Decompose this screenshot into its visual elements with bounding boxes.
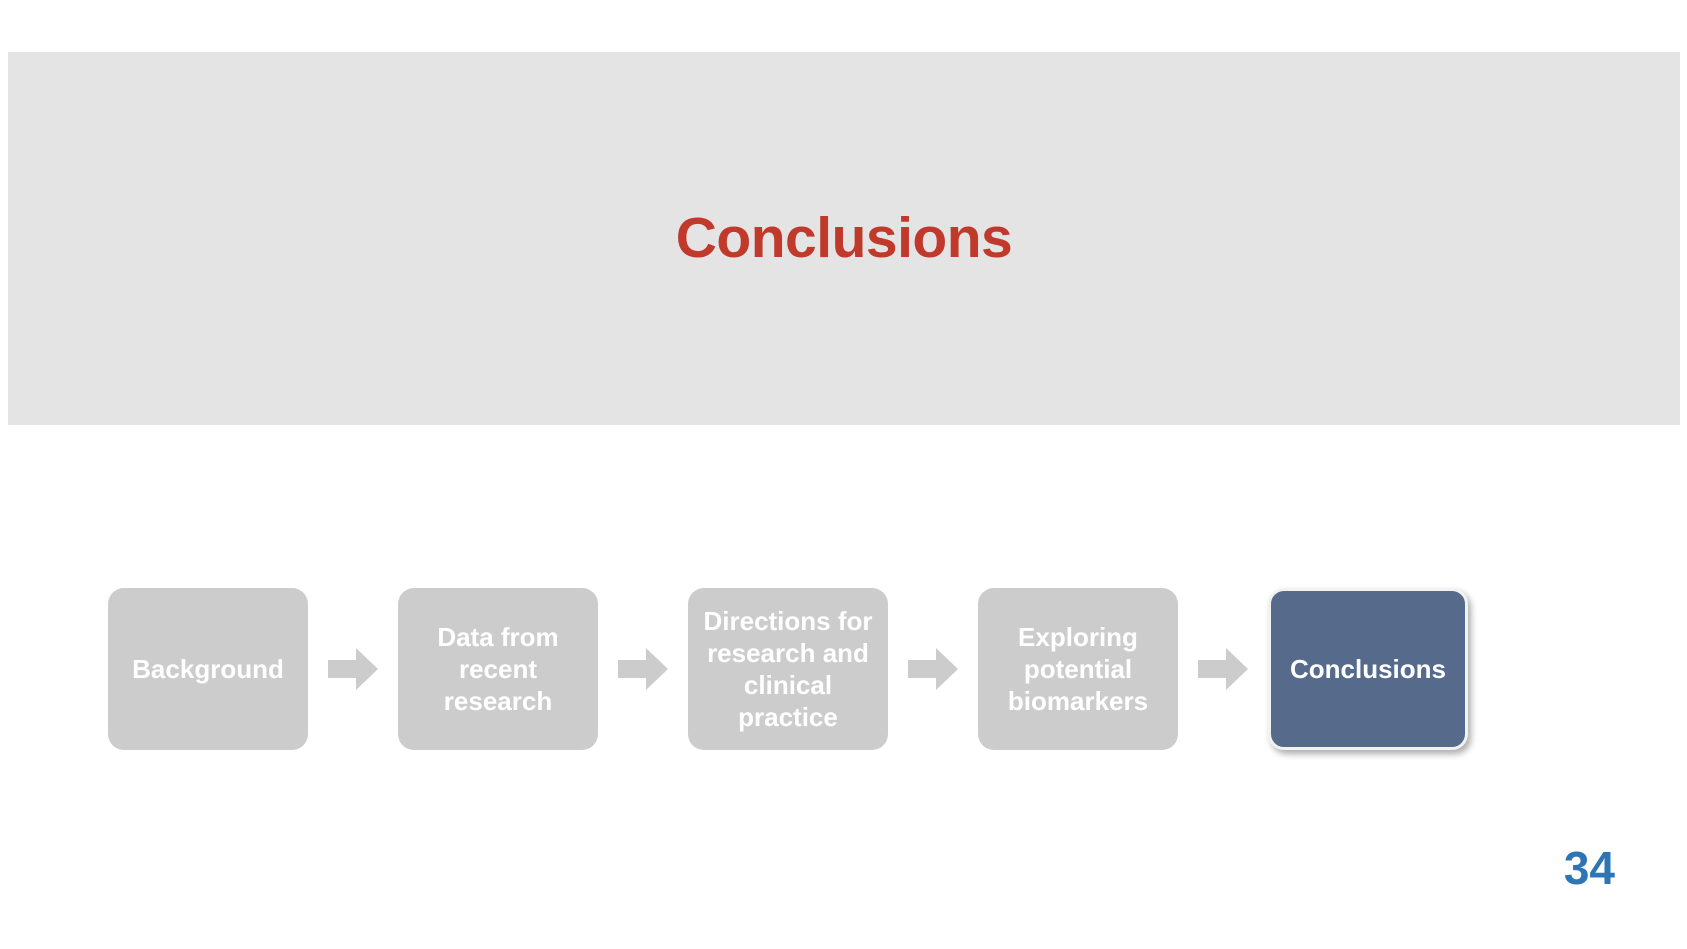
flow-step-label: Data from recent research xyxy=(437,621,559,717)
flow-step-conclusions[interactable]: Conclusions xyxy=(1268,588,1468,750)
process-flow: Background Data from recent research Dir… xyxy=(108,588,1468,750)
flow-step-label: Background xyxy=(132,653,284,684)
block-arrow-right-icon xyxy=(1196,642,1250,696)
flow-step-background[interactable]: Background xyxy=(108,588,308,750)
title-band xyxy=(8,52,1680,425)
block-arrow-right-icon xyxy=(326,642,380,696)
page-title: Conclusions xyxy=(675,206,1013,270)
flow-step-exploring-potential-biomarkers[interactable]: Exploring potential biomarkers xyxy=(978,588,1178,750)
flow-step-label: Exploring potential biomarkers xyxy=(1007,621,1149,717)
page-number: 34 xyxy=(1563,842,1615,894)
flow-step-data-from-recent-research[interactable]: Data from recent research xyxy=(398,588,598,750)
flow-step-directions-for-research-and-clinical-practice[interactable]: Directions for research and clinical pra… xyxy=(688,588,888,750)
flow-step-label: Conclusions xyxy=(1289,653,1446,684)
flow-step-label: Directions for research and clinical pra… xyxy=(703,605,873,733)
block-arrow-right-icon xyxy=(906,642,960,696)
block-arrow-right-icon xyxy=(616,642,670,696)
